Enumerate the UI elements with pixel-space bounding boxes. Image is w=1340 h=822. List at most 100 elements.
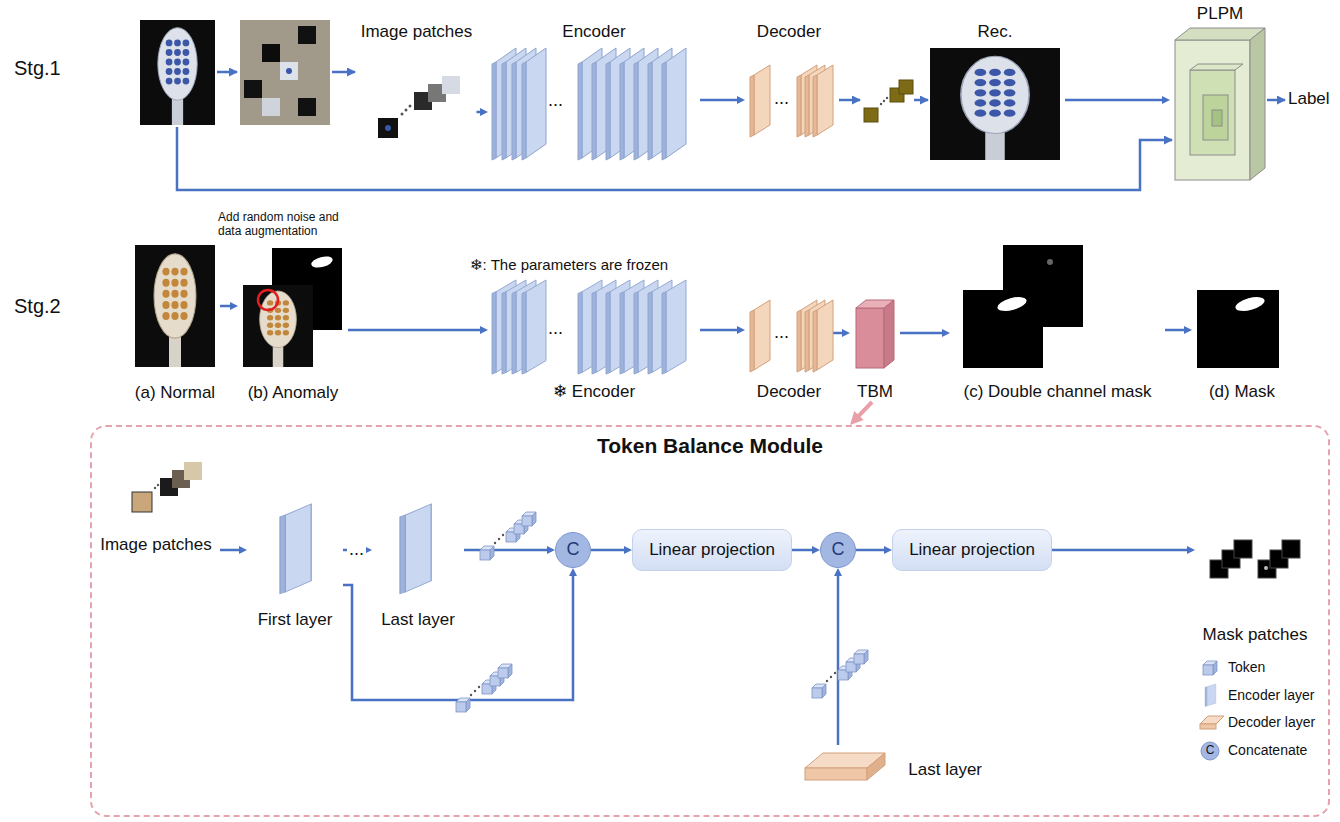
- connector-line: [900, 332, 944, 335]
- connector-line: [700, 329, 739, 332]
- arrow-head: [1184, 326, 1192, 334]
- image-patches-group: Image patches: [92, 455, 220, 555]
- double-channel-mask: (c) Double channel mask: [950, 240, 1165, 402]
- connector-arrow: [833, 329, 850, 337]
- node-text: Rec.: [978, 22, 1013, 42]
- tbm-art: [184, 462, 202, 480]
- connector-arrow: [591, 546, 632, 554]
- connector-line: [464, 549, 549, 552]
- connector-line: [792, 549, 814, 552]
- node-text: Image patches: [361, 22, 473, 42]
- node-text: Image patches: [100, 535, 212, 555]
- connector-arrow: [348, 326, 488, 334]
- encoder-block: Encoder: [488, 22, 700, 162]
- connector-arrow: [700, 96, 745, 104]
- stage2-art: [963, 290, 1043, 368]
- node-text: Encoder: [562, 22, 625, 42]
- reconstruction-image: Rec.: [925, 22, 1065, 162]
- arrow-head: [1162, 96, 1170, 104]
- token-balance-module: Token Balance ModuleImage patchesFirst l…: [90, 425, 1330, 817]
- stage1-art: [140, 20, 215, 125]
- node-text: (a) Normal: [135, 383, 215, 403]
- stage1-art: [244, 80, 262, 98]
- connector-line: [348, 329, 482, 332]
- arrow-head: [942, 329, 950, 337]
- stage1-art: [522, 48, 546, 160]
- stage2-art: [522, 280, 546, 374]
- stage1-art: [262, 98, 280, 116]
- arrow-head: [737, 96, 745, 104]
- connector-line: [591, 549, 626, 552]
- connector-line: [856, 549, 886, 552]
- stage2-art: [310, 254, 334, 269]
- connector-arrow: [343, 568, 577, 700]
- legend-text: Concatenate: [1228, 742, 1307, 759]
- node-text: ❄ Encoder: [553, 382, 635, 402]
- tbm-art: [1200, 716, 1224, 724]
- arrow-head: [884, 546, 892, 554]
- connector-arrow: [856, 546, 892, 554]
- connector-arrow: [1165, 326, 1192, 334]
- ellipsis: ...: [347, 540, 366, 558]
- stage2-art: [996, 294, 1028, 313]
- decoder-block: Decoder: [745, 22, 833, 147]
- frozen-note: ❄: The parameters are frozen: [470, 256, 668, 274]
- tbm-art: [1200, 724, 1216, 729]
- stage2-art: [258, 290, 278, 310]
- connector-arrow: [477, 108, 489, 116]
- tbm-art: [480, 512, 536, 560]
- arrow-head: [1187, 546, 1195, 554]
- connector-arrow: [220, 546, 247, 554]
- tbm-art: [1264, 566, 1268, 570]
- arrow-head: [480, 326, 488, 334]
- stage2-art: [135, 245, 1279, 374]
- stage1-art: [1212, 110, 1222, 126]
- tbm-block: TBM: [850, 280, 900, 402]
- stage2-art: [813, 300, 833, 372]
- connector-line: [1065, 99, 1164, 102]
- stage1-art: [1190, 70, 1235, 155]
- stage1-art: [813, 65, 833, 137]
- node-text: Linear projection: [909, 540, 1035, 560]
- connector-line: [220, 549, 241, 552]
- node-text: Linear projection: [649, 540, 775, 560]
- stage1-art: [140, 20, 1285, 190]
- arrow-head: [624, 546, 632, 554]
- node-text: Last layer: [381, 610, 455, 630]
- stage1-art: [662, 48, 686, 160]
- stage1-art: [332, 71, 355, 74]
- stage1-art: [240, 20, 330, 125]
- connector-arrow: [792, 546, 820, 554]
- linear-projection-box: Linear projection: [892, 529, 1052, 571]
- node-text: TBM: [857, 382, 893, 402]
- output-label: Label: [1288, 89, 1330, 109]
- stage1-art: [280, 62, 298, 80]
- arrow-head: [834, 568, 842, 576]
- stage1-art: [298, 98, 316, 116]
- node-text: Decoder: [757, 22, 821, 42]
- mask-patches-group: Mask patches: [1195, 530, 1315, 645]
- stage1-art: [442, 76, 460, 94]
- tbm-art: [400, 504, 431, 594]
- stage1-art: [409, 105, 412, 108]
- connector-arrow: [1052, 546, 1195, 554]
- stage1-art: [914, 99, 928, 102]
- stage1-art: [385, 125, 391, 131]
- stage2-art: [884, 300, 894, 368]
- stage1-art: [864, 108, 878, 122]
- last-decoder-layer: Last layer: [790, 745, 990, 795]
- legend-text: Encoder layer: [1228, 687, 1314, 704]
- tbm-art: [154, 487, 156, 489]
- stage2-art: [856, 308, 884, 368]
- arrow-head: [239, 546, 247, 554]
- ellipsis: ...: [548, 90, 563, 112]
- stage2-art: [1234, 294, 1266, 313]
- legend-text: Decoder layer: [1228, 714, 1315, 731]
- stage1-art: [262, 44, 280, 62]
- node-text: Decoder: [757, 382, 821, 402]
- output-mask: (d) Mask: [1192, 280, 1292, 402]
- tbm-art: [132, 462, 1300, 780]
- node-text: First layer: [258, 610, 333, 630]
- stage2-art: [492, 280, 686, 374]
- arrow-head: [480, 108, 488, 116]
